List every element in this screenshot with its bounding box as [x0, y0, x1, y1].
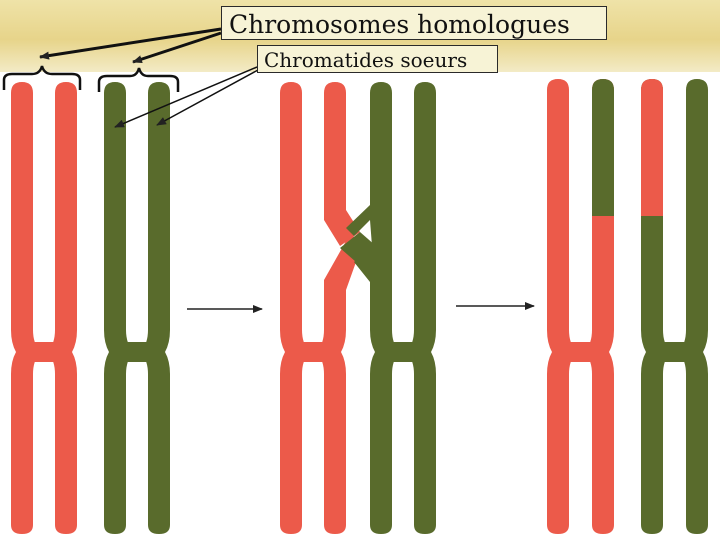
green-chromatid-parental	[679, 79, 708, 534]
green-chromatid-inner-upper	[346, 82, 399, 534]
pointer-homologues-right	[132, 31, 222, 64]
red-chromatid-parental	[547, 79, 576, 534]
red-chromosome-recombined	[547, 79, 614, 534]
green-sister-chromatid-right	[141, 82, 170, 534]
red-segment-on-green-chromatid	[641, 79, 663, 216]
green-chromosome-recombined	[641, 79, 708, 534]
chiasma-green-segment	[340, 232, 376, 262]
red-chromatid-inner-upper	[324, 82, 360, 246]
red-centromere-3	[566, 342, 594, 362]
homologous-chromosomes-label: Chromosomes homologues	[221, 6, 607, 40]
red-sister-chromatid-right	[48, 82, 77, 534]
green-chromosome-crossing	[346, 82, 436, 534]
stage-2-crossing-over	[280, 82, 436, 534]
green-chromosome	[104, 82, 170, 534]
red-sister-chromatid-left	[11, 82, 40, 534]
red-chromosome-crossing	[280, 82, 372, 534]
pointer-soeurs-left	[114, 66, 258, 128]
red-chromatid-outer	[280, 82, 309, 534]
green-centromere	[123, 342, 151, 362]
red-centromere-2	[299, 342, 327, 362]
pointer-soeurs-right	[156, 69, 259, 126]
stage-1-homologous-pair	[11, 82, 170, 534]
red-chromosome	[11, 82, 77, 534]
pointer-homologues-left	[39, 27, 222, 60]
stage-3-recombined	[547, 79, 708, 534]
green-centromere-3	[660, 342, 688, 362]
green-segment-on-red-chromatid	[592, 79, 614, 216]
red-chromatid-inner-lower	[317, 234, 372, 534]
red-centromere	[30, 342, 58, 362]
green-chromatid-outer	[407, 82, 436, 534]
bracket-green-chromosome	[97, 67, 180, 92]
green-centromere-2	[389, 342, 417, 362]
bracket-red-chromosome	[2, 65, 82, 90]
sister-chromatids-label: Chromatides soeurs	[257, 45, 498, 73]
green-sister-chromatid-left	[104, 82, 133, 534]
